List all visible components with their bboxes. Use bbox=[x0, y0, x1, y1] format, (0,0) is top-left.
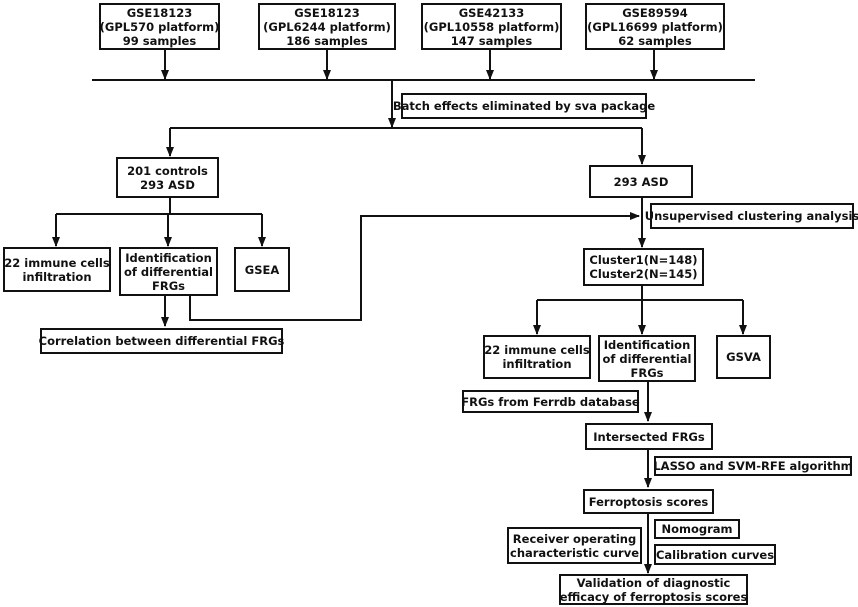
identification-right-box: Identification of differential FRGs bbox=[598, 335, 696, 382]
dataset-samples: 62 samples bbox=[618, 33, 692, 48]
groups-controls: 201 controls bbox=[127, 163, 208, 178]
dataset-platform: (GPL10558 platform) bbox=[423, 19, 560, 34]
nomogram-label: Nomogram bbox=[661, 522, 733, 536]
clustering-label: Unsupervised clustering analysis bbox=[644, 209, 858, 223]
ferroptosis-scores-label: Ferroptosis scores bbox=[588, 494, 709, 509]
gsva-box: GSVA bbox=[716, 335, 771, 379]
correlation-label: Correlation between differential FRGs bbox=[38, 334, 285, 348]
dataset-id: GSE18123 bbox=[126, 5, 193, 20]
immune-left-box: 22 immune cells infiltration bbox=[3, 247, 111, 292]
batch-effects-box: Batch effects eliminated by sva package bbox=[393, 93, 655, 119]
identification-right-line2: of differential bbox=[602, 351, 692, 366]
immune-left-line1: 22 immune cells bbox=[4, 255, 110, 270]
correlation-box: Correlation between differential FRGs bbox=[38, 328, 285, 354]
dataset-id: GSE18123 bbox=[294, 5, 360, 20]
validation-line2: efficacy of ferroptosis scores bbox=[559, 589, 748, 604]
dataset-platform: (GPL6244 platform) bbox=[263, 19, 391, 34]
identification-right-line3: FRGs bbox=[630, 365, 664, 380]
ferrdb-label: FRGs from Ferrdb database bbox=[461, 394, 640, 409]
intersected-label: Intersected FRGs bbox=[593, 429, 705, 444]
dataset-samples: 147 samples bbox=[450, 33, 533, 48]
validation-box: Validation of diagnostic efficacy of fer… bbox=[559, 574, 748, 605]
cluster-2: Cluster2(N=145) bbox=[589, 267, 698, 281]
identification-right-line1: Identification bbox=[603, 337, 691, 352]
gsea-label: GSEA bbox=[244, 262, 280, 277]
calibration-box: Calibration curves bbox=[654, 544, 776, 565]
asd-box: 293 ASD bbox=[589, 165, 693, 198]
dataset-id: GSE42133 bbox=[458, 5, 525, 20]
identification-left-line3: FRGs bbox=[152, 278, 185, 293]
asd-label: 293 ASD bbox=[613, 174, 669, 189]
dataset-samples: 99 samples bbox=[122, 33, 197, 48]
roc-box: Receiver operating characteristic curve bbox=[507, 527, 642, 564]
identification-left-line1: Identification bbox=[125, 250, 212, 265]
roc-line1: Receiver operating bbox=[512, 531, 637, 546]
calibration-label: Calibration curves bbox=[655, 547, 775, 562]
dataset-box-3: GSE42133 (GPL10558 platform) 147 samples bbox=[421, 3, 562, 50]
validation-line1: Validation of diagnostic bbox=[576, 575, 731, 590]
immune-right-line2: infiltration bbox=[502, 357, 572, 371]
intersected-box: Intersected FRGs bbox=[585, 423, 713, 450]
roc-line2: characteristic curve bbox=[510, 545, 639, 560]
dataset-samples: 186 samples bbox=[286, 33, 368, 48]
identification-left-line2: of differential bbox=[124, 264, 213, 279]
connector-to-clustering bbox=[189, 212, 640, 321]
dataset-id: GSE89594 bbox=[622, 5, 688, 20]
gsea-box: GSEA bbox=[234, 247, 290, 292]
batch-effects-label: Batch effects eliminated by sva package bbox=[392, 99, 656, 113]
clustering-box: Unsupervised clustering analysis bbox=[645, 203, 858, 229]
lasso-box: LASSO and SVM-RFE algorithm bbox=[653, 456, 853, 476]
immune-right-box: 22 immune cells infiltration bbox=[483, 335, 591, 379]
lasso-label: LASSO and SVM-RFE algorithm bbox=[653, 459, 853, 473]
ferrdb-box: FRGs from Ferrdb database bbox=[461, 390, 640, 413]
dataset-platform: (GPL16699 platform) bbox=[587, 19, 723, 34]
nomogram-box: Nomogram bbox=[654, 519, 740, 539]
gsva-label: GSVA bbox=[726, 350, 761, 364]
ferroptosis-scores-box: Ferroptosis scores bbox=[583, 489, 714, 514]
immune-left-line2: infiltration bbox=[22, 269, 92, 284]
cluster-1: Cluster1(N=148) bbox=[589, 253, 698, 267]
clusters-box: Cluster1(N=148) Cluster2(N=145) bbox=[583, 248, 704, 286]
groups-box: 201 controls 293 ASD bbox=[116, 157, 219, 198]
dataset-platform: (GPL570 platform) bbox=[99, 19, 220, 34]
identification-left-box: Identification of differential FRGs bbox=[119, 247, 218, 296]
immune-right-line1: 22 immune cells bbox=[484, 343, 590, 357]
dataset-box-1: GSE18123 (GPL570 platform) 99 samples bbox=[99, 3, 220, 50]
dataset-box-2: GSE18123 (GPL6244 platform) 186 samples bbox=[258, 3, 396, 50]
dataset-box-4: GSE89594 (GPL16699 platform) 62 samples bbox=[585, 3, 725, 50]
groups-asd: 293 ASD bbox=[140, 177, 195, 192]
